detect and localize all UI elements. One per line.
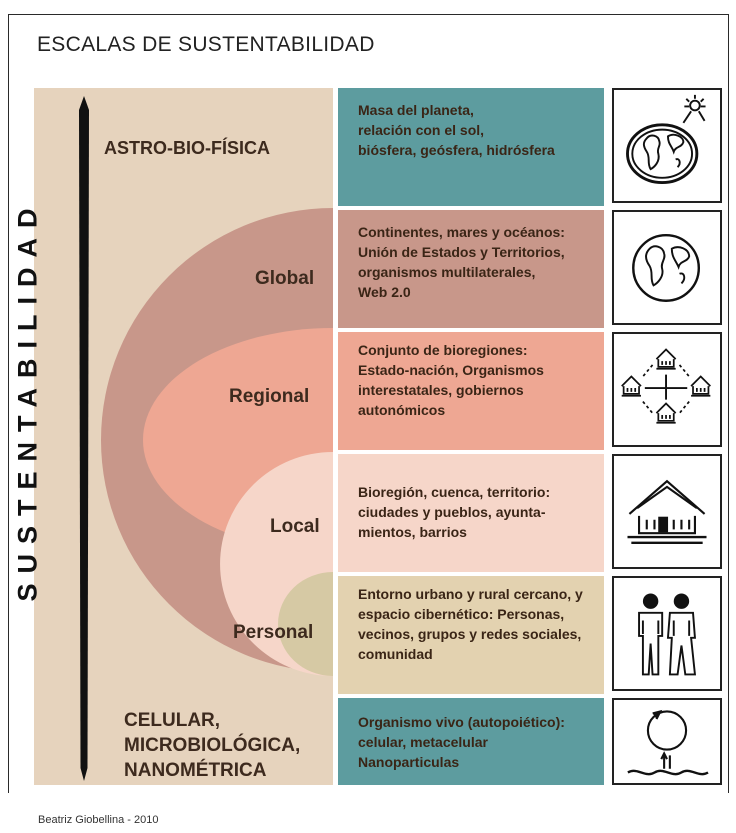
scale-label-cellular: CELULAR, MICROBIOLÓGICA, NANOMÉTRICA [124, 710, 301, 781]
scale-label-global: Global [255, 268, 315, 289]
personal-arc [278, 572, 333, 676]
description-local: Bioregión, cuenca, territorio: ciudades … [338, 454, 604, 572]
scale-arcs-panel [34, 88, 333, 785]
diagram-frame [8, 14, 729, 793]
house-bottom [655, 402, 677, 424]
network-houses-icon [612, 332, 722, 447]
description-regional: Conjunto de bioregiones: Estado-nación, … [338, 332, 604, 450]
page-title: ESCALAS DE SUSTENTABILIDAD [37, 33, 375, 56]
house-icon [612, 454, 722, 569]
scale-label-regional: Regional [229, 386, 310, 407]
house-right [690, 375, 711, 397]
house-top [655, 348, 677, 370]
cell-cycle-icon [612, 698, 722, 785]
globe-icon [612, 210, 722, 325]
people-icon [612, 576, 722, 691]
credit-text: Beatriz Giobellina - 2010 [38, 814, 159, 826]
house-left [621, 375, 642, 397]
description-global: Continentes, mares y océanos: Unión de E… [338, 210, 604, 328]
scale-label-astro: ASTRO-BIO-FÍSICA [104, 138, 270, 158]
sustainability-axis [79, 96, 89, 781]
scale-label-local: Local [270, 516, 320, 537]
description-astro: Masa del planeta, relación con el sol, b… [338, 88, 604, 206]
description-cellular: Organismo vivo (autopoiético): celular, … [338, 698, 604, 785]
scale-label-personal: Personal [233, 622, 314, 643]
vertical-axis-label: SUSTENTABILIDAD [12, 198, 43, 602]
planet-sun-icon [612, 88, 722, 203]
description-personal: Entorno urbano y rural cercano, y espaci… [338, 576, 604, 694]
nested-scale-arcs [79, 96, 333, 781]
